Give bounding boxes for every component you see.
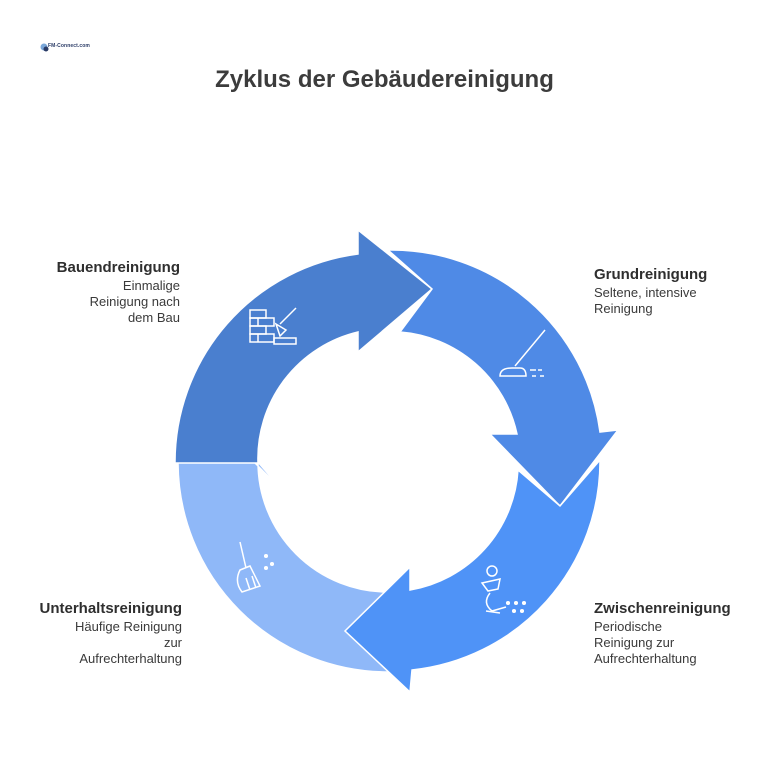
stage-description: Häufige Reinigung zur Aufrechterhaltung: [75, 619, 182, 666]
logo-mark-icon: [40, 43, 49, 52]
stage-unterhaltsreinigung: Unterhaltsreinigung Häufige Reinigung zu…: [10, 600, 182, 667]
stage-name: Zwischenreinigung: [594, 600, 731, 617]
floor-scrubber-icon: [499, 329, 546, 377]
brick-wall-trowel-icon: [249, 307, 297, 345]
stage-grundreinigung: Grundreinigung Seltene, intensive Reinig…: [594, 266, 754, 317]
stage-name: Grundreinigung: [594, 266, 708, 283]
stage-description: Seltene, intensive Reinigung: [594, 285, 697, 316]
stage-zwischenreinigung: Zwischenreinigung Periodische Reinigung …: [594, 600, 764, 667]
logo-text: FM-Connect.com: [48, 43, 90, 49]
arrow-bauendreinigung: [174, 228, 434, 464]
arrow-zwischenreinigung: [343, 458, 601, 694]
broom-icon: [236, 541, 275, 593]
logo: FM-Connect.com: [40, 42, 90, 58]
stage-description: Einmalige Reinigung nach dem Bau: [89, 278, 180, 325]
stage-name: Bauendreinigung: [56, 259, 180, 276]
stage-bauendreinigung: Bauendreinigung Einmalige Reinigung nach…: [40, 259, 180, 326]
page-title: Zyklus der Gebäudereinigung: [215, 66, 554, 93]
person-cleaning-icon: [480, 565, 527, 614]
stage-name: Unterhaltsreinigung: [39, 600, 182, 617]
stage-description: Periodische Reinigung zur Aufrechterhalt…: [594, 619, 697, 666]
arrow-grundreinigung: [386, 249, 620, 508]
